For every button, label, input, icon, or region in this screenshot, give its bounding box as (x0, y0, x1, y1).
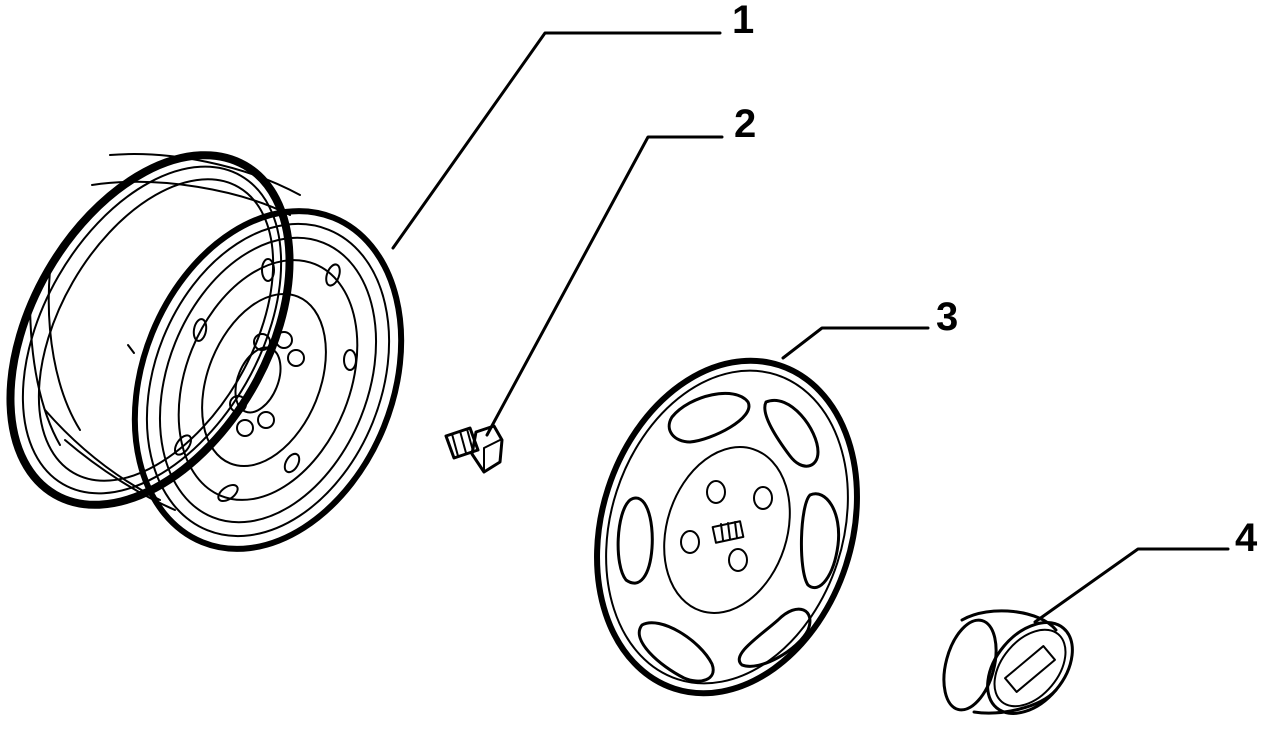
leader-line-3 (781, 326, 930, 360)
leader-lines (391, 31, 1230, 624)
callout-number-2: 2 (734, 102, 756, 146)
hubcap (594, 357, 860, 697)
leader-line-4 (1033, 547, 1230, 624)
leader-line-2 (485, 135, 724, 437)
wheel-rim (6, 151, 405, 552)
leader-line-1 (391, 31, 722, 250)
callout-labels: 1 2 3 4 (732, 0, 1258, 560)
wheel-bolt (444, 424, 504, 474)
callout-number-4: 4 (1235, 516, 1258, 560)
callout-number-3: 3 (936, 295, 958, 339)
callout-number-1: 1 (732, 0, 754, 42)
center-cap (942, 609, 1074, 715)
